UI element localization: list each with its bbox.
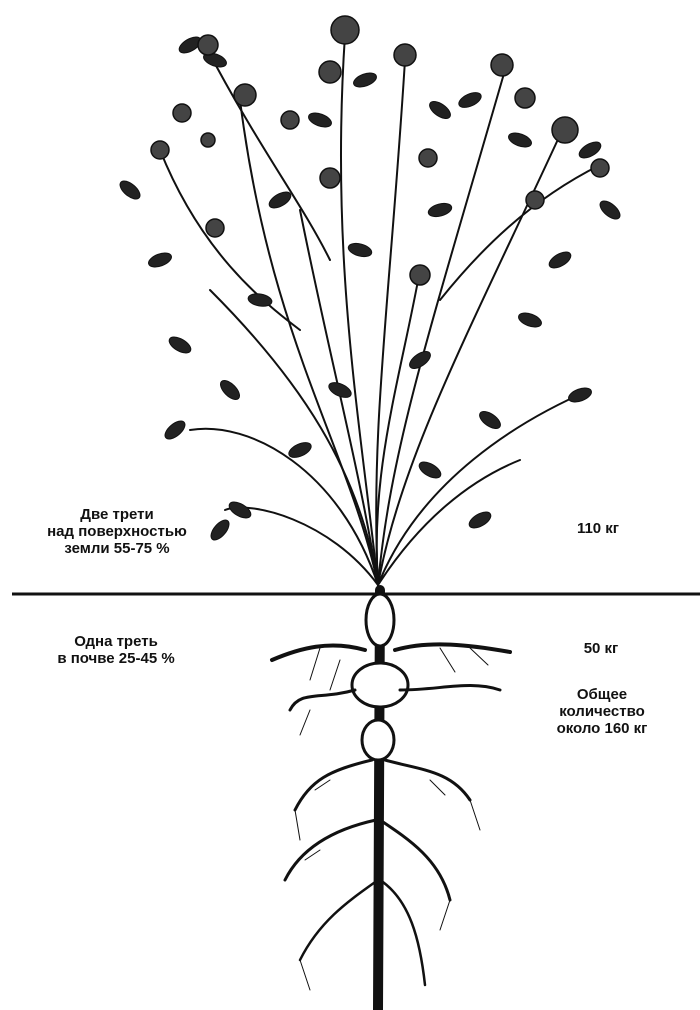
root-system-icon <box>272 590 510 1010</box>
leaf-cluster <box>117 34 623 543</box>
above-ground-share-label: Две трети над поверхностью земли 55-75 % <box>22 506 212 557</box>
below-ground-line-1: Одна треть <box>36 633 196 650</box>
above-ground-line-1: Две трети <box>22 506 212 523</box>
below-ground-share-label: Одна треть в почве 25-45 % <box>36 633 196 667</box>
below-mass-label: 50 кг <box>556 640 646 657</box>
total-line-1: Общее <box>532 686 672 703</box>
total-line-2: количество <box>532 703 672 720</box>
above-mass-label: 110 кг <box>548 520 648 537</box>
clover-plant-icon <box>160 35 600 585</box>
above-ground-line-3: земли 55-75 % <box>22 540 212 557</box>
above-ground-line-2: над поверхностью <box>22 523 212 540</box>
total-mass-label: Общее количество около 160 кг <box>532 686 672 737</box>
total-line-3: около 160 кг <box>532 720 672 737</box>
below-ground-line-2: в почве 25-45 % <box>36 650 196 667</box>
